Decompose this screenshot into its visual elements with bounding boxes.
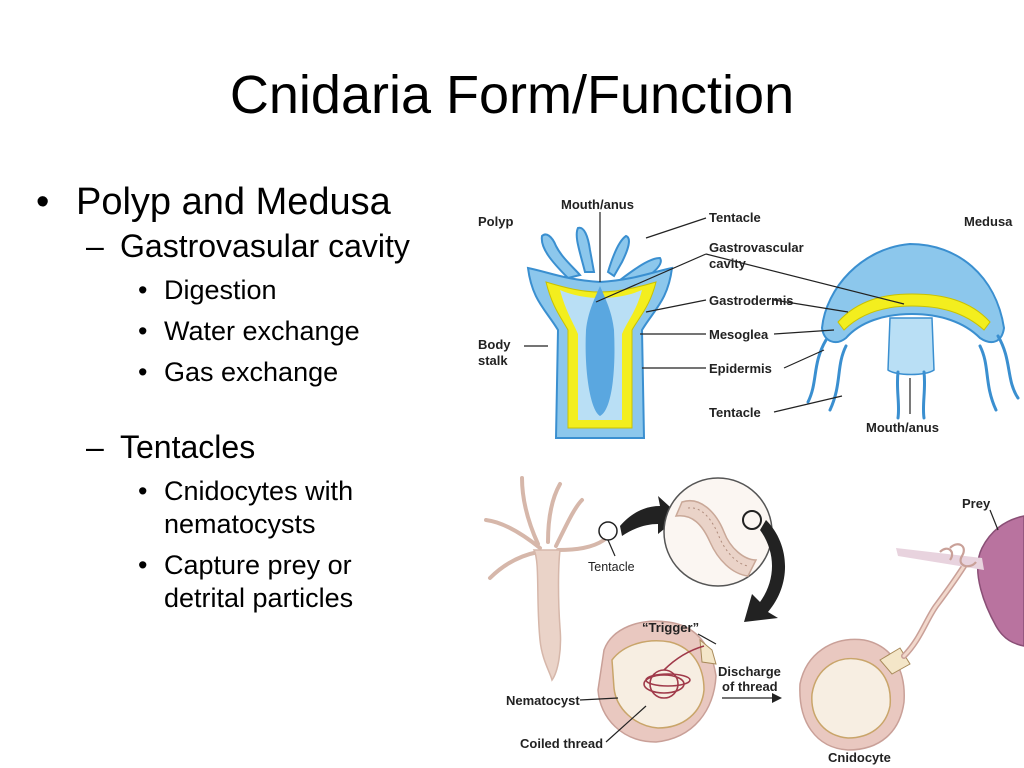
bullet-dot: • [138, 550, 148, 580]
nematocyst-cell [597, 620, 717, 743]
label-body: Body [478, 337, 511, 352]
bullet-polyp-medusa: •Polyp and Medusa [36, 178, 466, 226]
bullet-dot: • [138, 476, 148, 506]
label-mouth-anus-2: Mouth/anus [866, 420, 939, 435]
label-trigger: “Trigger” [642, 620, 699, 635]
tentacle-magnified [663, 477, 773, 587]
bullet-dot: • [138, 316, 148, 346]
arrow-curved-icon [744, 520, 786, 622]
label-epidermis: Epidermis [709, 361, 772, 376]
label-discharge: Discharge [718, 664, 781, 679]
label-mouth-anus: Mouth/anus [561, 197, 634, 212]
bullet-dot: • [138, 357, 148, 387]
bullet-dot: • [138, 275, 148, 305]
label-nematocyst: Nematocyst [506, 693, 580, 708]
bullet-tentacles: –Tentacles [86, 429, 256, 465]
label-tentacle: Tentacle [709, 210, 761, 225]
medusa-figure [806, 242, 1020, 420]
cnidocyte-cell [799, 557, 971, 751]
prey-figure [896, 515, 1024, 647]
bullet-gas: •Gas exchange [138, 357, 339, 387]
bullet-dash: – [86, 429, 104, 465]
bullet-dot: • [36, 181, 50, 223]
label-of-thread: of thread [722, 679, 778, 694]
label-mesoglea: Mesoglea [709, 327, 769, 342]
label-prey: Prey [962, 496, 991, 511]
label-polyp: Polyp [478, 214, 513, 229]
label-coiled-thread: Coiled thread [520, 736, 603, 751]
label-tentacle-hydra: Tentacle [588, 560, 635, 574]
bullet-digestion: •Digestion [138, 275, 277, 305]
bullet-gastrovascular: –Gastrovasular cavity [86, 228, 410, 264]
bullet-dash: – [86, 228, 104, 264]
label-stalk: stalk [478, 353, 508, 368]
label-cavity: cavity [709, 256, 747, 271]
hydra-figure [484, 476, 618, 682]
arrow-small-icon [772, 693, 782, 703]
label-cnidocyte: Cnidocyte [828, 750, 891, 765]
bullet-list: •Polyp and Medusa –Gastrovasular cavity … [36, 178, 466, 615]
bullet-water: •Water exchange [138, 316, 360, 346]
label-gastrovascular: Gastrovascular [709, 240, 804, 255]
label-tentacle-2: Tentacle [709, 405, 761, 420]
slide-title: Cnidaria Form/Function [229, 65, 795, 125]
label-medusa: Medusa [964, 214, 1013, 229]
label-gastrodermis: Gastrodermis [709, 293, 794, 308]
polyp-figure [526, 226, 674, 439]
